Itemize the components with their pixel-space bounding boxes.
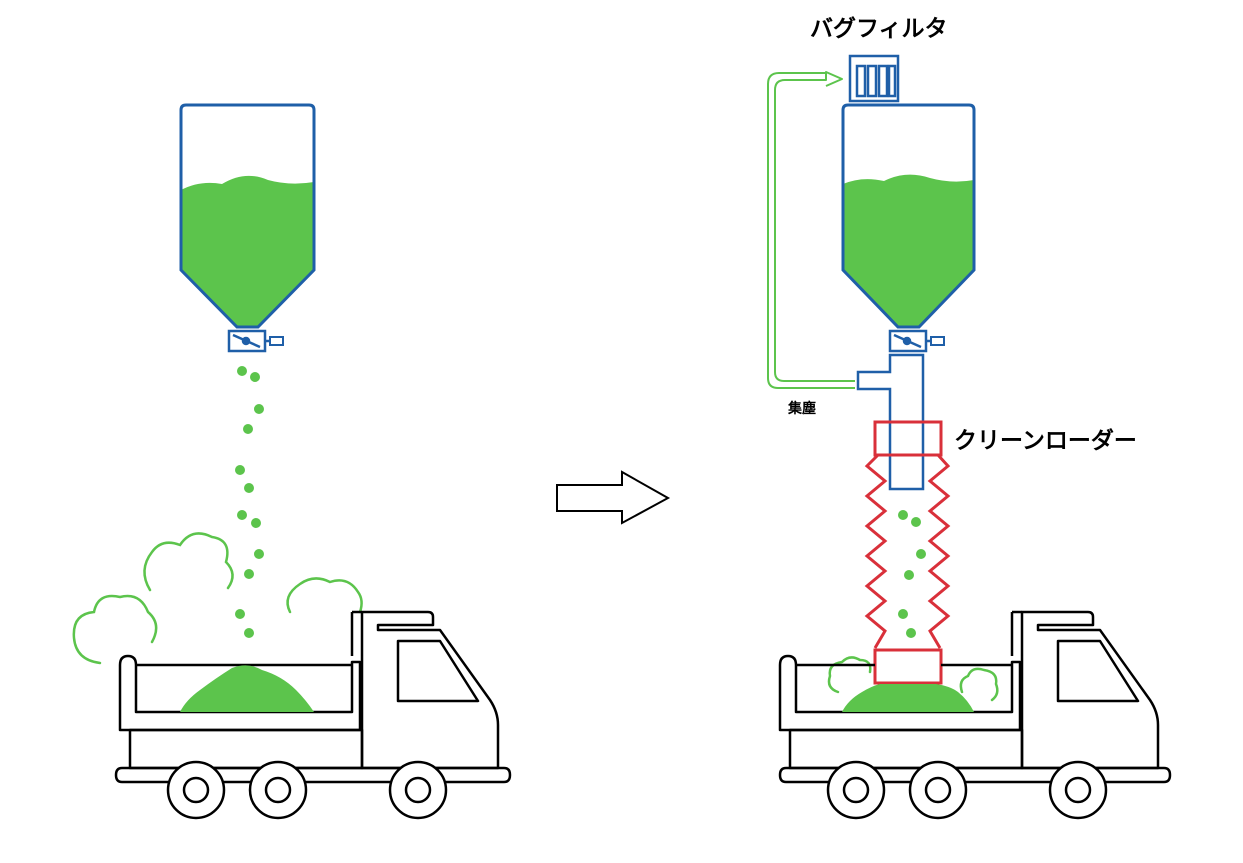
rotary-valve-icon — [888, 329, 945, 353]
dust-return-arrow — [774, 71, 855, 382]
right-scene: バグフィルタ 集塵 クリーンローダー — [767, 15, 1172, 820]
dump-truck-left — [114, 610, 512, 820]
right-arrow-icon — [556, 470, 671, 525]
dust-collection-label: 集塵 — [787, 400, 816, 417]
dump-truck-right — [778, 610, 1172, 820]
dust-cloud-icon — [72, 532, 363, 665]
falling-powder — [898, 510, 926, 638]
silo-body — [179, 103, 316, 329]
left-scene — [72, 103, 512, 820]
powder-in-silo — [843, 174, 974, 328]
powder-pile-right — [842, 684, 974, 712]
bag-filter-label: バグフィルタ — [810, 15, 948, 42]
powder-pile-left — [180, 665, 314, 712]
silo-right — [841, 103, 976, 329]
dust-collection-pipe — [856, 353, 925, 491]
rotary-valve-icon — [227, 329, 284, 353]
silo-left — [179, 103, 316, 329]
falling-powder — [235, 366, 264, 638]
dust-return-arrow-inner — [767, 72, 855, 389]
silo-body — [841, 103, 976, 329]
clean-loader-label: クリーンローダー — [954, 427, 1137, 454]
powder-in-silo — [181, 175, 314, 328]
clean-loader — [864, 420, 951, 685]
bag-filter — [848, 54, 900, 103]
dust-cloud-icon — [827, 656, 999, 702]
